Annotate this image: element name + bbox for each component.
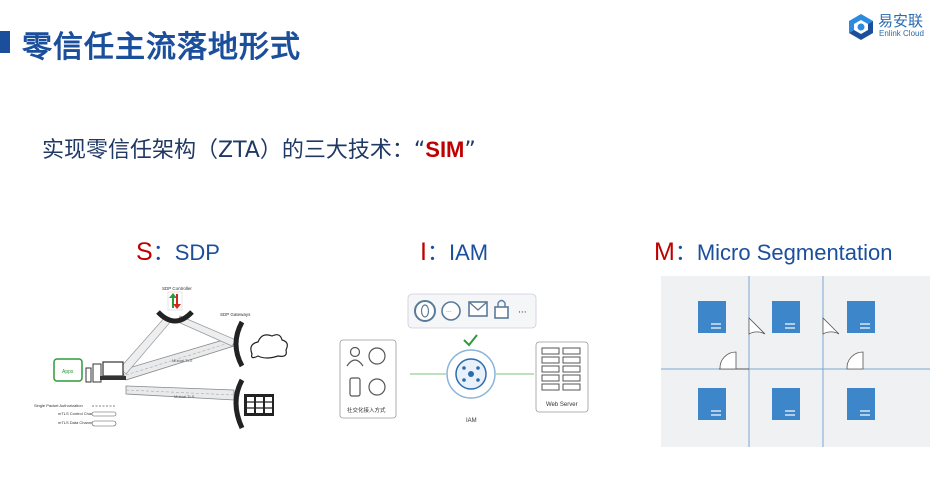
sdp-gateways-label: SDP Gateways (220, 312, 251, 317)
page-title: 零信任主流落地形式 (22, 30, 301, 65)
apps-label: Apps (62, 369, 74, 375)
firewall-icon (846, 351, 864, 370)
tunnel-label: Mutual TLS (174, 394, 195, 399)
tech-separator: ： (426, 240, 449, 265)
micro-segmentation-svg (661, 276, 930, 447)
chat-icon (441, 301, 461, 321)
tablet-icon (92, 363, 102, 383)
more-dots: ··· (518, 308, 527, 318)
server-rack-icon (244, 394, 274, 416)
micro-segmentation-diagram (661, 276, 930, 447)
phone-icon (85, 367, 92, 383)
legend-item: mTLS Data Channel (58, 420, 94, 425)
chat-dots: ··· (446, 309, 452, 316)
sdp-diagram-svg: Mutual TLS Mutual TLS SDP Controller SDP… (34, 286, 288, 430)
user-body (346, 359, 364, 367)
subtitle: 实现零信任架构（ZTA）的三大技术：“SIM” (42, 132, 476, 164)
tech-separator: ： (674, 240, 697, 265)
firewall-icon (719, 351, 737, 370)
logo-subtitle: Enlink Cloud (879, 29, 924, 38)
web-server-label: Web Server (546, 402, 578, 408)
legend-item: Single Packet Authorization (34, 403, 83, 408)
subtitle-highlight: SIM (425, 137, 465, 162)
workload-icon (698, 301, 726, 333)
legend-line (91, 420, 117, 427)
iam-center-label: IAM (466, 418, 477, 424)
subtitle-close-quote: ” (464, 138, 476, 163)
social-login-label: 社交化接入方式 (347, 406, 386, 414)
sdp-controller-arc (156, 310, 194, 324)
logo-mark-icon (849, 14, 873, 40)
logo-name: 易安联 (878, 12, 924, 30)
check-icon (463, 334, 478, 347)
tech-letter: M (654, 238, 675, 266)
subtitle-open-quote: “ (413, 138, 426, 163)
social-login-box (339, 339, 397, 419)
title-accent-bar (0, 31, 10, 53)
sdp-controller-box (167, 291, 183, 311)
sdp-control-channel (177, 315, 237, 347)
tech-name: Micro Segmentation (696, 240, 893, 265)
fingerprint-icon (414, 300, 436, 322)
legend-line (91, 411, 117, 417)
tech-label-iam: I：IAM (420, 235, 488, 267)
lock-shackle (497, 299, 506, 307)
tech-label-micro-segmentation: M：Micro Segmentation (654, 235, 893, 267)
tech-separator: ： (152, 240, 175, 265)
tech-name: SDP (174, 240, 220, 265)
arrow-up-icon (169, 293, 177, 308)
iam-core-node (462, 366, 466, 370)
web-server-box (535, 341, 589, 413)
arrow-down-icon (173, 294, 181, 309)
iam-diagram-svg: ··· ··· IAM 社交化接入方式 (339, 293, 589, 424)
workload-icon (698, 388, 726, 420)
tech-label-sdp: S：SDP (136, 235, 220, 267)
wechat-icon (368, 347, 386, 365)
firewall-icon (822, 317, 840, 335)
iam-diagram: ··· ··· IAM 社交化接入方式 (338, 290, 598, 430)
tech-name: IAM (448, 240, 489, 265)
mobile-icon (349, 377, 361, 397)
iam-core-node (476, 366, 480, 370)
workload-icon (772, 301, 800, 333)
laptop-icon (102, 361, 124, 377)
tech-letter: I (420, 238, 427, 266)
sdp-controller-label: SDP Controller (162, 286, 192, 291)
iam-core-node (476, 378, 480, 382)
workload-icon (847, 301, 875, 333)
firewall-icon (748, 317, 766, 335)
sdp-gateway-arc (233, 320, 245, 368)
subtitle-prefix: 实现零信任架构（ZTA）的三大技术： (42, 138, 414, 163)
company-logo: 易安联 Enlink Cloud (846, 10, 938, 42)
user-icon (349, 346, 361, 358)
sdp-diagram: Mutual TLS Mutual TLS SDP Controller SDP… (30, 282, 290, 442)
laptop-base (100, 376, 126, 380)
weibo-icon (368, 378, 386, 396)
sdp-gateway-arc (233, 378, 245, 430)
server-icon (541, 347, 581, 391)
tech-letter: S (136, 238, 153, 266)
cloud-icon (250, 334, 288, 359)
workload-icon (772, 388, 800, 420)
tunnel-label: Mutual TLS (172, 358, 193, 363)
iam-core-node (462, 378, 466, 382)
iam-core-node (468, 371, 474, 377)
apps-box (53, 358, 83, 382)
fingerprint-inner (420, 304, 430, 318)
legend-item: mTLS Control Channel (58, 411, 99, 416)
mail-flap (468, 301, 488, 311)
workload-icon (847, 388, 875, 420)
lock-icon (494, 306, 509, 319)
